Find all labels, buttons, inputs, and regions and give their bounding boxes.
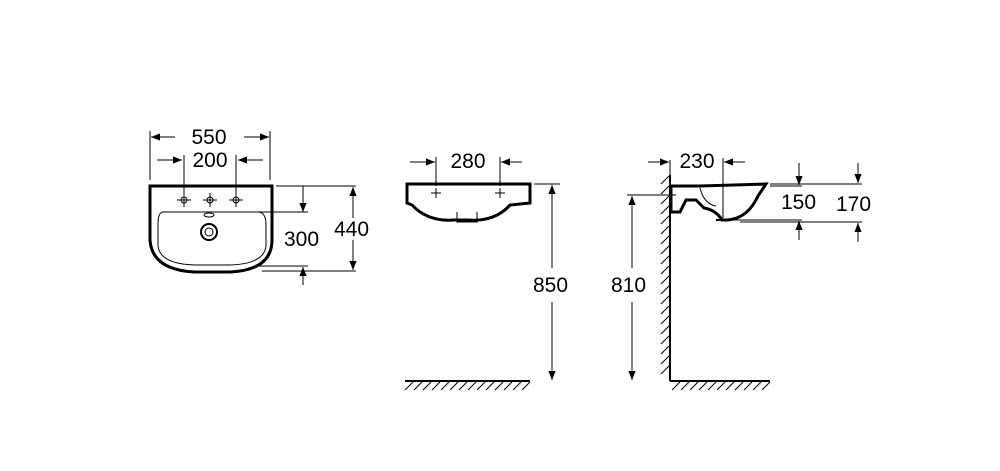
dim-total-height: 170 bbox=[836, 193, 871, 216]
dim-overall-depth: 440 bbox=[334, 218, 369, 241]
drain-icon bbox=[200, 223, 218, 241]
dim-wall-offset: 230 bbox=[679, 150, 714, 173]
side-view: 230 150 170 810 bbox=[611, 150, 871, 391]
top-view: 550 200 300 440 bbox=[148, 126, 369, 285]
dim-overall-width: 550 bbox=[191, 126, 226, 149]
tap-hole-icon bbox=[177, 193, 243, 207]
bowl-outline bbox=[157, 211, 267, 266]
dim-tap-spacing: 200 bbox=[192, 149, 227, 172]
floor-hatch bbox=[404, 381, 531, 391]
dim-bowl-depth: 300 bbox=[284, 228, 319, 251]
front-view: 280 850 bbox=[404, 150, 568, 391]
dim-mount-spacing: 280 bbox=[450, 150, 485, 173]
floor-hatch-side bbox=[671, 381, 771, 391]
dim-rim-height: 850 bbox=[533, 274, 568, 297]
overflow-icon bbox=[203, 212, 215, 218]
dim-bowl-height: 150 bbox=[781, 191, 816, 214]
basin-front-outline bbox=[405, 182, 532, 222]
basin-outline bbox=[148, 184, 274, 274]
basin-side-profile bbox=[669, 182, 769, 222]
dim-bracket-height: 810 bbox=[611, 274, 646, 297]
wall-hatch bbox=[660, 175, 670, 375]
